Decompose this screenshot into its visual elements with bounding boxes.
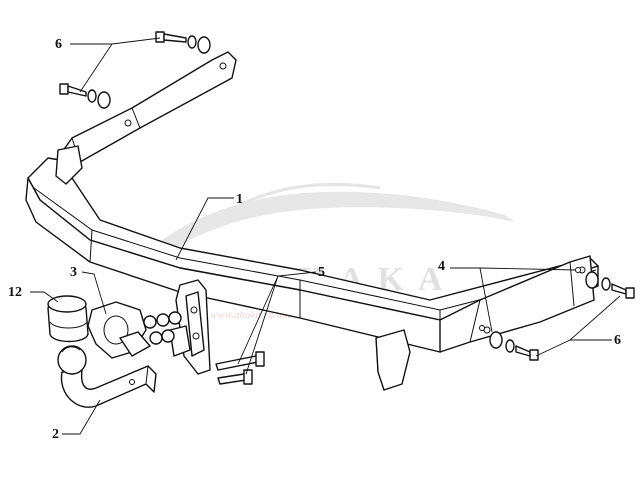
tow-ball-neck — [57, 345, 157, 408]
callout-6-right: 6 — [614, 333, 621, 348]
callout-3: 3 — [70, 265, 77, 280]
callout-6-top: 6 — [55, 37, 62, 52]
socket-mounting-plate — [169, 279, 211, 375]
left-bracket — [55, 51, 237, 185]
fasteners-part-4-6-right — [479, 267, 635, 361]
fasteners-part-6-top — [59, 31, 211, 109]
socket-fasteners — [143, 311, 182, 345]
callout-5: 5 — [318, 265, 325, 280]
callout-4: 4 — [438, 259, 445, 274]
callout-12: 12 — [8, 285, 22, 300]
main-crossbeam — [25, 157, 599, 391]
watermark-car-silhouette — [150, 191, 515, 252]
ball-cover — [47, 295, 89, 343]
socket-plate — [87, 301, 151, 359]
callout-labels: 6 1 12 3 2 5 4 6 — [8, 37, 621, 442]
callout-2: 2 — [52, 427, 59, 442]
callout-1: 1 — [236, 192, 243, 207]
bolts-part-5 — [215, 351, 265, 385]
leader-lines — [30, 37, 621, 435]
